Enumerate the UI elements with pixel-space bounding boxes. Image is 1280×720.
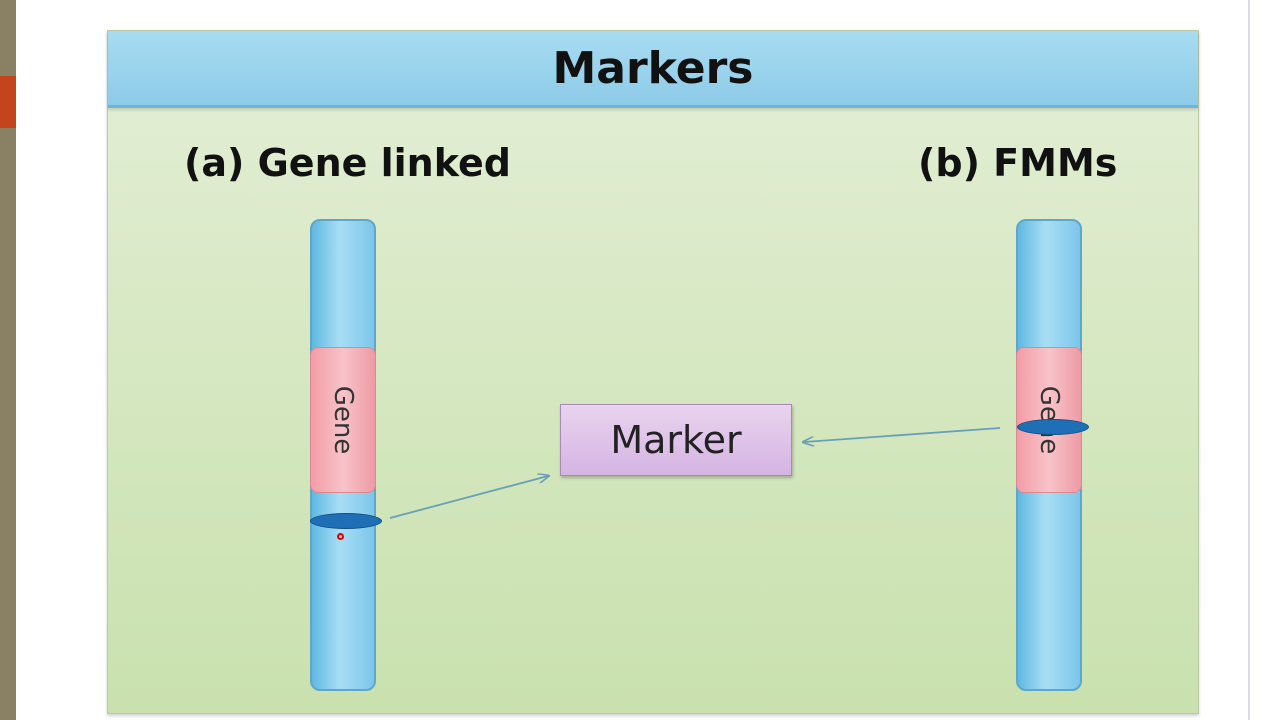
left-arrow [389,476,548,519]
left-sidebar-accent [0,76,16,128]
right-chromosome: Gene [1016,219,1082,691]
fmms-heading: (b) FMMs [918,141,1118,185]
left-marker-band [310,513,382,529]
right-border-line [1248,0,1250,720]
right-arrow [804,427,1001,442]
left-gene-region: Gene [310,347,376,493]
left-sidebar-bar [0,0,16,720]
left-chromosome: Gene [310,219,376,691]
left-gene-label: Gene [328,385,358,455]
slide: Markers (a) Gene linked (b) FMMs Gene Ge… [107,30,1199,714]
marker-box: Marker [560,404,792,476]
pointer-dot [337,533,344,540]
slide-header: Markers [108,31,1198,108]
marker-label: Marker [610,418,742,462]
slide-title: Markers [552,42,754,94]
gene-linked-heading: (a) Gene linked [184,141,511,185]
right-marker-band [1017,419,1089,435]
